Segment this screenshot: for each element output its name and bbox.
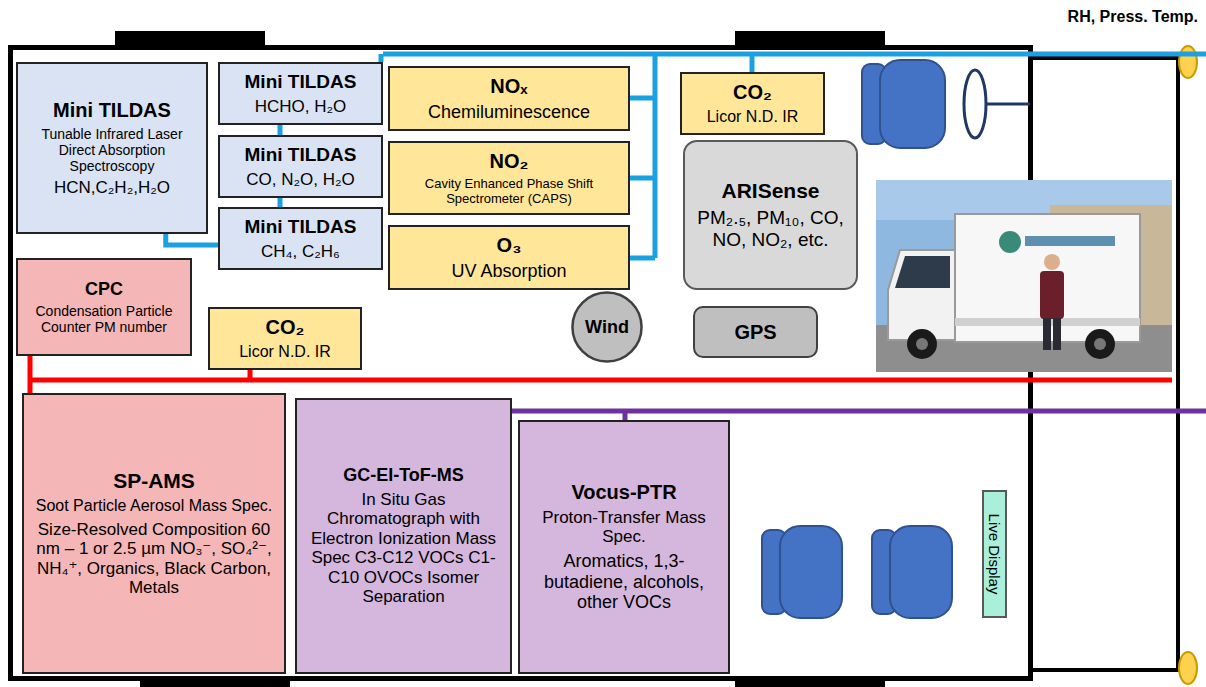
instrument-box: CO₂ Licor N.D. IR [208, 307, 362, 370]
instrument-detail: CH₄, C₂H₆ [226, 242, 375, 262]
instrument-name: Mini TILDAS [226, 144, 375, 166]
instrument-name: Mini TILDAS [226, 71, 375, 93]
instrument-box: Vocus-PTR Proton-Transfer Mass Spec. Aroma… [518, 420, 730, 674]
instrument-name: Mini TILDAS [226, 216, 375, 238]
instrument-name: GPS [701, 321, 810, 344]
instrument-name: Wind [577, 317, 637, 338]
instrument-box: O₃ UV Absorption [388, 225, 630, 290]
circle-fill [572, 292, 641, 361]
instrument-detail: Licor N.D. IR [688, 108, 817, 126]
instrument-detail: UV Absorption [396, 261, 622, 282]
instrument-box: Mini TILDAS Tunable Infrared Laser Direct… [16, 62, 208, 234]
voc-inlet-line [512, 411, 1206, 420]
gas-line-connector [166, 234, 218, 245]
instrument-box: ARISensePM₂.₅, PM₁₀, CO, NO, NO₂, etc. [683, 140, 858, 290]
instrument-name: Live Display [985, 514, 1002, 595]
instrument-detail: Chemiluminescence [396, 102, 622, 123]
instrument-detail: Size-Resolved Composition 60 nm – 1 or 2… [30, 520, 278, 598]
instrument-box: CPC Condensation Particle Counter PM numb… [16, 258, 192, 356]
instrument-detail: HCN,C₂H₂,H₂O [24, 178, 200, 198]
instrument-box: Mini TILDAS CH₄, C₂H₆ [218, 207, 383, 270]
steering-column [986, 103, 1030, 106]
instrument-detail: Proton-Transfer Mass Spec. [526, 508, 722, 547]
wheel [115, 31, 265, 47]
instrument-name: ARISense [691, 179, 850, 203]
instrument-box: Mini TILDAS HCHO, H₂O [218, 62, 383, 125]
headlight [1179, 652, 1197, 684]
instrument-box: CO₂ Licor N.D. IR [680, 72, 825, 135]
headlight [1179, 46, 1197, 78]
instrument-detail: PM₂.₅, PM₁₀, CO, NO, NO₂, etc. [691, 207, 850, 251]
seat [780, 526, 842, 618]
instrument-detail: CO, N₂O, H₂O [226, 170, 375, 190]
sensor-note: RH, Press. Temp. [1068, 8, 1198, 26]
instrument-name: GC-EI-ToF-MS [303, 465, 504, 486]
instrument-box: GC-EI-ToF-MS In Situ Gas Chromatograph wi… [295, 398, 512, 674]
instrument-detail: In Situ Gas Chromatograph with Electron … [303, 490, 504, 607]
instrument-box: Mini TILDAS CO, N₂O, H₂O [218, 135, 383, 198]
gas-line-connector [278, 125, 283, 135]
instrument-name: O₃ [396, 234, 622, 257]
truck-photo [876, 180, 1172, 372]
instrument-detail: HCHO, H₂O [226, 97, 375, 117]
instrument-name: Vocus-PTR [526, 481, 722, 504]
seat [880, 60, 945, 148]
seat [890, 526, 952, 618]
instrument-name: CO₂ [688, 81, 817, 104]
instrument-detail: Aromatics, 1,3-butadiene, alcohols, othe… [526, 551, 722, 613]
steering-wheel [964, 70, 986, 138]
instrument-detail: Soot Particle Aerosol Mass Spec. [30, 497, 278, 515]
instrument-detail: Tunable Infrared Laser Direct Absorption… [24, 126, 200, 174]
instrument-box: SP-AMS Soot Particle Aerosol Mass Spec. Si… [22, 393, 286, 674]
instrument-name: NO₂ [396, 150, 622, 173]
wheel [735, 31, 885, 47]
instrument-name: CPC [24, 279, 184, 300]
instrument-name: Mini TILDAS [24, 99, 200, 122]
instrument-box: Live Display [982, 490, 1007, 618]
instrument-detail: Condensation Particle Counter PM number [24, 303, 184, 335]
sensor-circle: Wind [571, 291, 643, 363]
gas-line-connector [278, 198, 283, 207]
instrument-name: CO₂ [216, 316, 354, 339]
instrument-name: SP-AMS [30, 469, 278, 493]
instrument-box: NO₂ Cavity Enhanced Phase Shift Spectrome… [388, 141, 630, 215]
instrument-box: NOₓChemiluminescence [388, 66, 630, 131]
instrument-detail: Licor N.D. IR [216, 343, 354, 361]
instrument-box: GPS [693, 306, 818, 358]
instrument-detail: Cavity Enhanced Phase Shift Spectrometer… [396, 177, 622, 207]
instrument-name: NOₓ [396, 75, 622, 98]
